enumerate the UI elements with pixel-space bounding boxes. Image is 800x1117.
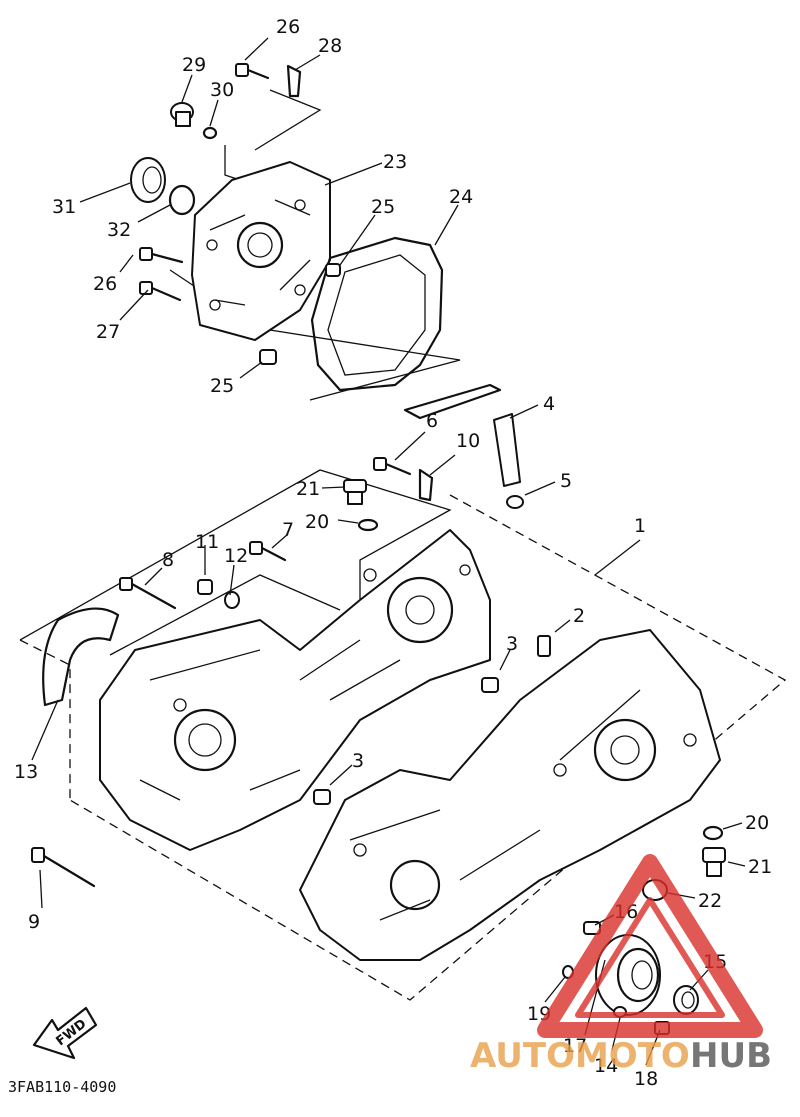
right-crankcase-half <box>299 629 721 961</box>
callout-20-upper: 20 <box>305 511 329 533</box>
plug-part-21-lower <box>702 847 726 877</box>
callout-12: 12 <box>224 545 248 567</box>
bolt-part-26-left <box>139 247 184 264</box>
callout-25-upper: 25 <box>371 196 395 218</box>
clamp-part-10 <box>418 468 434 502</box>
bolt-part-26-top <box>235 63 270 80</box>
callout-4: 4 <box>543 393 555 415</box>
callout-2: 2 <box>573 605 585 627</box>
callout-17: 17 <box>563 1035 587 1057</box>
bolt-part-7 <box>249 541 287 562</box>
clip-part-5 <box>506 495 524 509</box>
pipe-part-2 <box>537 635 551 657</box>
automotohub-watermark: AUTOMOTO HUB <box>470 854 772 1076</box>
dowel-part-3-lower <box>313 789 331 805</box>
oil-seal-part-31 <box>130 157 166 203</box>
callout-3-upper: 3 <box>506 633 518 655</box>
plate-part-13 <box>42 607 120 707</box>
bolt-part-6 <box>373 457 412 476</box>
left-crankcase-half <box>99 529 491 851</box>
plug-part-21-upper <box>343 479 367 505</box>
callout-8: 8 <box>162 549 174 571</box>
oil-seal-part-15 <box>673 985 699 1015</box>
callout-18: 18 <box>634 1068 658 1090</box>
callout-25-lower: 25 <box>210 375 234 397</box>
dowel-part-3-upper <box>481 677 499 693</box>
callout-21-upper: 21 <box>296 478 320 500</box>
o-ring-part-30 <box>202 126 218 140</box>
callout-10: 10 <box>456 430 480 452</box>
bolt-part-8 <box>119 577 177 610</box>
callout-23: 23 <box>383 151 407 173</box>
callout-3-lower: 3 <box>352 750 364 772</box>
bolt-part-9 <box>31 847 96 888</box>
drawing-code: 3FAB110-4090 <box>8 1078 116 1096</box>
callout-32: 32 <box>107 219 131 241</box>
bolt-part-27 <box>139 281 182 302</box>
callout-26-left: 26 <box>93 273 117 295</box>
callout-20-lower: 20 <box>745 812 769 834</box>
callout-24: 24 <box>449 186 473 208</box>
clamp-part-28 <box>286 64 302 98</box>
dowel-pin-part-25-upper <box>325 263 341 277</box>
callout-9: 9 <box>28 911 40 933</box>
plug-part-29 <box>170 102 194 127</box>
bolt-part-11 <box>197 579 213 595</box>
washer-part-20-upper <box>357 518 379 532</box>
callout-6: 6 <box>426 410 438 432</box>
callout-13: 13 <box>14 761 38 783</box>
callout-29: 29 <box>182 54 206 76</box>
breather-hose <box>403 383 521 487</box>
washer-part-12 <box>224 591 240 609</box>
watermark-text-automoto: AUTOMOTO <box>470 1036 690 1076</box>
callout-27: 27 <box>96 321 120 343</box>
callout-7: 7 <box>282 519 294 541</box>
leader-lines <box>31 37 746 1066</box>
callout-1: 1 <box>634 515 646 537</box>
washer-part-20-lower <box>702 825 724 841</box>
o-ring-part-32 <box>168 184 196 216</box>
callout-26-top: 26 <box>276 16 300 38</box>
crankcase-cover-part-23 <box>191 161 331 341</box>
callout-21-lower: 21 <box>748 856 772 878</box>
callout-30: 30 <box>210 79 234 101</box>
callout-31: 31 <box>52 196 76 218</box>
callout-5: 5 <box>560 470 572 492</box>
callout-22: 22 <box>698 890 722 912</box>
cover-gasket-part-24 <box>310 236 444 392</box>
callout-14: 14 <box>594 1055 618 1077</box>
forward-direction-arrow: FWD <box>32 1006 98 1060</box>
callout-28: 28 <box>318 35 342 57</box>
watermark-text-hub: HUB <box>690 1036 772 1076</box>
callout-11: 11 <box>195 531 219 553</box>
dowel-pin-part-25-lower <box>259 349 277 365</box>
